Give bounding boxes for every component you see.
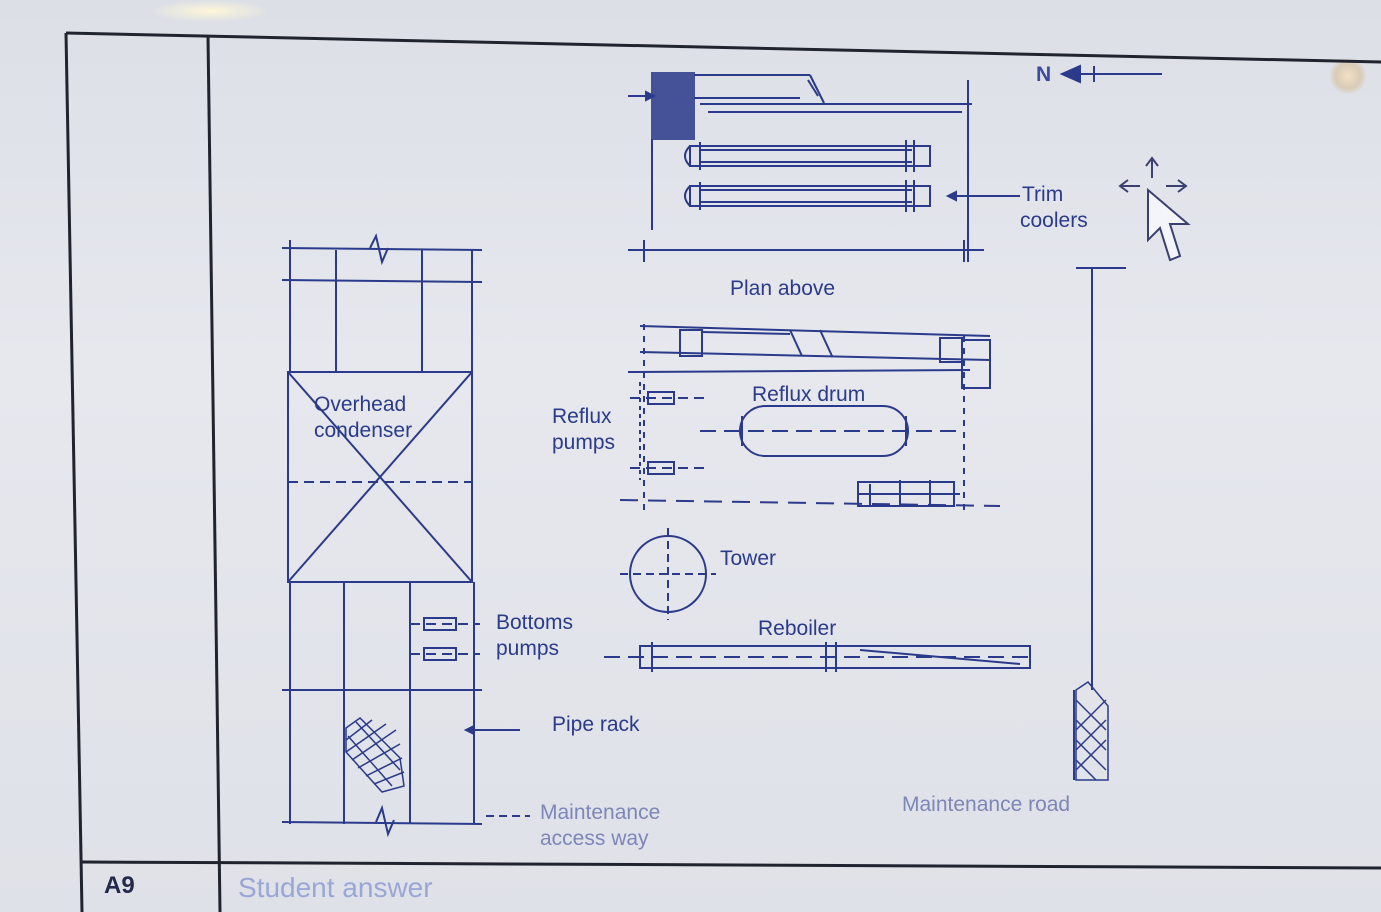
pipe-rack-label: Pipe rack (552, 713, 640, 736)
reflux-drum-symbol (700, 405, 956, 457)
plan-above-drawing (628, 72, 1020, 262)
reflux-pumps-symbol (630, 382, 710, 480)
bottoms-pumps-label-line2: pumps (496, 637, 560, 660)
screen-glare (150, 0, 270, 22)
tower-symbol (620, 528, 716, 620)
reflux-drum-label: Reflux drum (752, 383, 866, 406)
overhead-condenser-label-line2: condenser (314, 419, 413, 442)
table-borders (64, 31, 1381, 912)
trim-coolers-label-line2: coolers (1020, 209, 1088, 232)
reflux-pumps-label-line2: pumps (552, 431, 616, 454)
student-answer-field[interactable]: Student answer (238, 872, 433, 903)
plan-above-label: Plan above (730, 277, 836, 300)
hatched-area (345, 717, 405, 793)
reflux-pumps-label-line1: Reflux (552, 405, 612, 428)
reboiler-label: Reboiler (758, 617, 837, 640)
tower-label: Tower (720, 547, 777, 570)
overhead-condenser-label-line1: Overhead (314, 393, 407, 416)
bottoms-pumps-symbol (410, 617, 480, 661)
bottoms-pumps-label-line1: Bottoms (496, 611, 574, 634)
move-cursor-icon[interactable] (1118, 156, 1191, 262)
trim-coolers-label-line1: Trim (1022, 183, 1064, 206)
north-label: N (1036, 63, 1052, 86)
layout-drawing (281, 64, 1162, 838)
north-arrow-icon (1059, 64, 1162, 84)
maintenance-road-symbol (1073, 267, 1126, 781)
reboiler-symbol (604, 642, 1031, 672)
table-row-code: A9 (104, 872, 135, 899)
screen-glare-spot (1330, 58, 1366, 94)
maintenance-road-label: Maintenance road (902, 793, 1071, 816)
maintenance-access-way-label-line1: Maintenance (540, 801, 661, 824)
elevation-drawing (604, 324, 1031, 672)
maintenance-access-way-label-line2: access way (540, 827, 649, 850)
pipe-rack-structure (281, 233, 530, 838)
overhead-condenser-box (287, 371, 473, 583)
